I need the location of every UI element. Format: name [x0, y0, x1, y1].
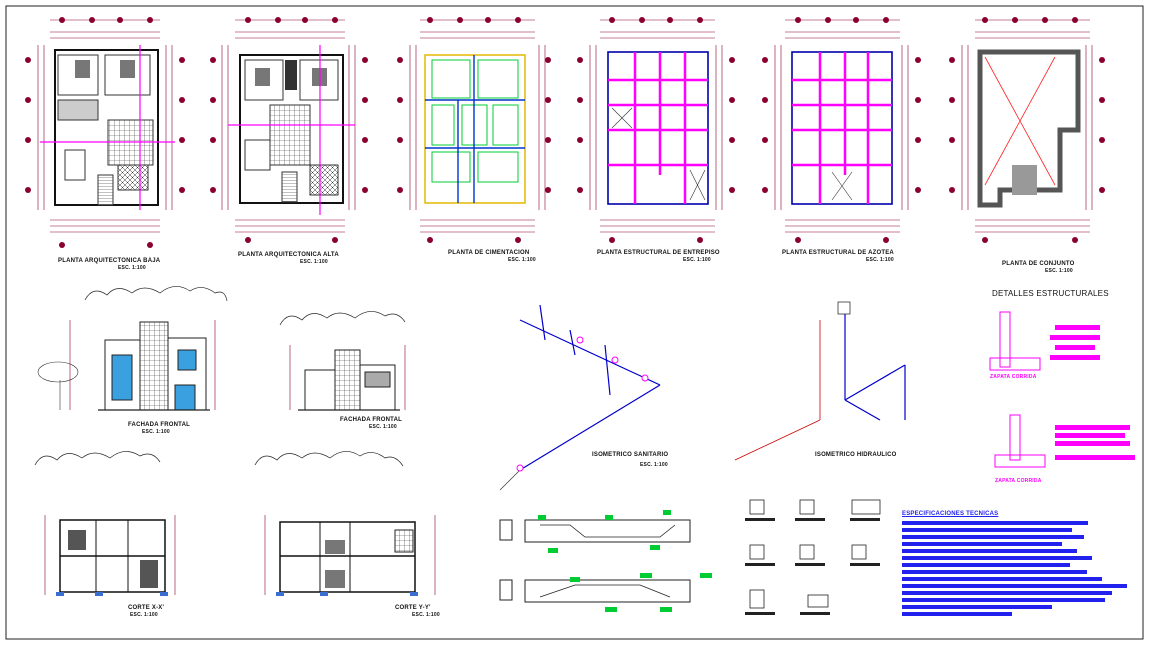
detail-2-label: ZAPATA CORRIDA [995, 478, 1042, 484]
section-y [254, 451, 436, 596]
plan-4-scale: ESC. 1:100 [683, 257, 711, 263]
isometric-hidraulico-title: ISOMETRICO HIDRAULICO [815, 452, 897, 458]
grid-bubbles [25, 17, 1105, 248]
plan-1-title: PLANTA ARQUITECTONICA BAJA [58, 258, 161, 264]
plan-estructural-entrepiso [589, 19, 723, 233]
plan-5-scale: ESC. 1:100 [866, 257, 894, 263]
plan-conjunto [961, 19, 1093, 233]
section-y-scale: ESC. 1:100 [412, 612, 440, 618]
elevation-1-scale: ESC. 1:100 [142, 429, 170, 435]
elevation-2-scale: ESC. 1:100 [369, 424, 397, 430]
sheet-border [5, 5, 1144, 640]
elevation-frontal-2 [279, 311, 406, 411]
plan-6-title: PLANTA DE CONJUNTO [1002, 261, 1075, 267]
section-x-scale: ESC. 1:100 [130, 612, 158, 618]
isometric-sanitario [499, 304, 661, 491]
plan-arquitectonica-baja [37, 19, 175, 233]
column-sections [745, 499, 881, 615]
beam-details [499, 510, 712, 612]
section-y-title: CORTE Y-Y' [395, 605, 431, 611]
specs-title: ESPECIFICACIONES TECNICAS [902, 511, 999, 517]
section-x-title: CORTE X-X' [128, 605, 165, 611]
plan-cimentacion [409, 19, 546, 233]
elevation-2-title: FACHADA FRONTAL [340, 417, 402, 423]
detail-1-label: ZAPATA CORRIDA [990, 374, 1037, 380]
details-title: DETALLES ESTRUCTURALES [992, 289, 1109, 298]
specs-text-block [902, 521, 1127, 616]
isometric-sanitario-title: ISOMETRICO SANITARIO [592, 452, 669, 458]
plan-5-title: PLANTA ESTRUCTURAL DE AZOTEA [782, 250, 894, 256]
plan-2-scale: ESC. 1:100 [300, 259, 328, 265]
elevation-frontal-1 [37, 286, 228, 411]
elevation-1-title: FACHADA FRONTAL [128, 422, 190, 428]
plan-1-scale: ESC. 1:100 [118, 265, 146, 271]
isometric-hidraulico [734, 301, 906, 461]
plan-arquitectonica-alta [221, 19, 356, 233]
plan-3-title: PLANTA DE CIMENTACION [448, 250, 530, 256]
plan-4-title: PLANTA ESTRUCTURAL DE ENTREPISO [597, 250, 720, 256]
plan-3-scale: ESC. 1:100 [508, 257, 536, 263]
isometric-sanitario-scale: ESC. 1:100 [640, 462, 668, 468]
plan-2-title: PLANTA ARQUITECTONICA ALTA [238, 252, 339, 258]
plan-6-scale: ESC. 1:100 [1045, 268, 1073, 274]
plan-estructural-azotea [774, 19, 909, 233]
section-x [34, 451, 176, 596]
structural-details [989, 311, 1135, 468]
